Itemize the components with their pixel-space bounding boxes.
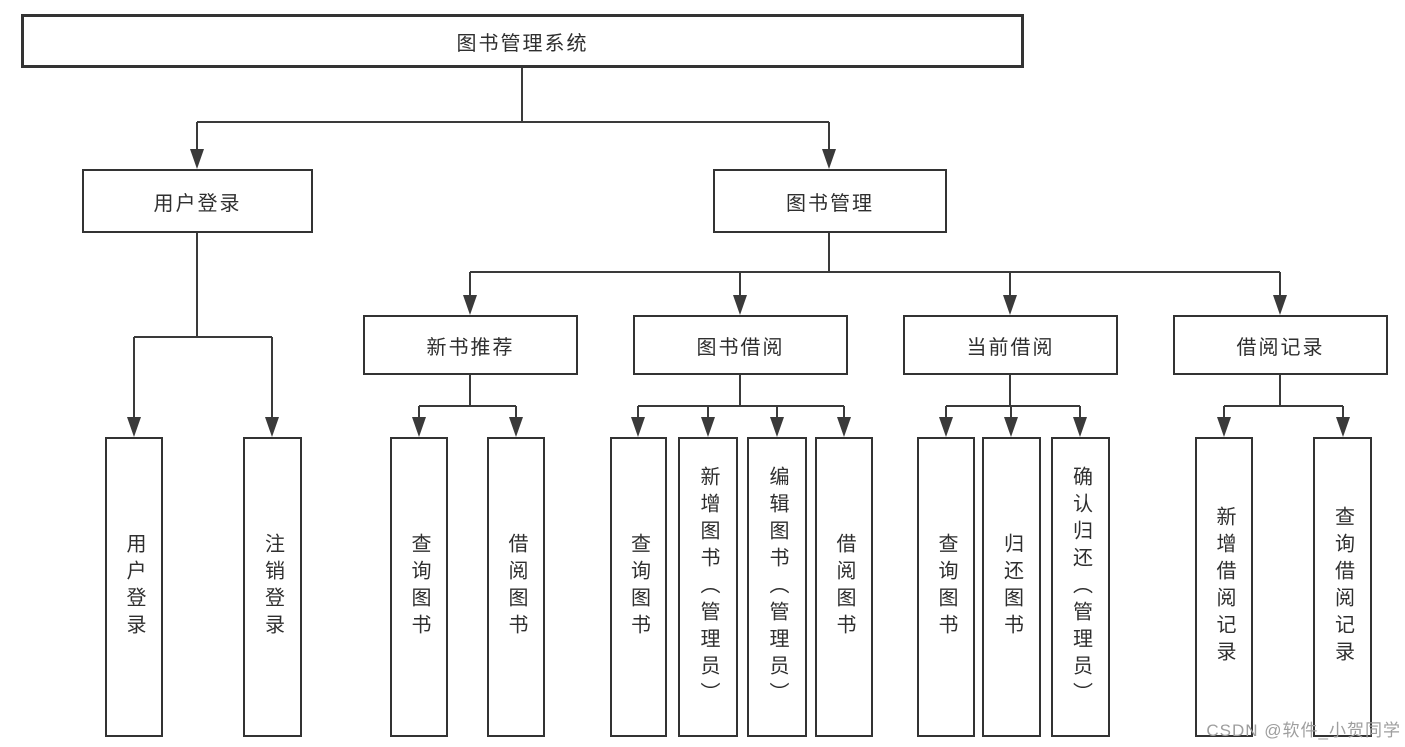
leaf-label: 归还图书 [1000, 533, 1023, 641]
leaf-label: 用户登录 [123, 533, 145, 641]
leaf-edit-books-admin: 编辑图书（管理员） [747, 437, 807, 737]
leaf-borrow-books-recommend: 借阅图书 [487, 437, 545, 737]
node-current-borrow: 当前借阅 [903, 315, 1118, 375]
leaf-label: 查询图书 [627, 533, 650, 641]
leaf-return-books: 归还图书 [982, 437, 1041, 737]
leaf-label: 查询图书 [935, 533, 957, 641]
leaf-query-books-recommend: 查询图书 [390, 437, 448, 737]
leaf-add-borrow-record: 新增借阅记录 [1195, 437, 1253, 737]
leaf-label: 新增借阅记录 [1213, 506, 1235, 668]
leaf-label: 借阅图书 [833, 533, 855, 641]
leaf-label: 编辑图书（管理员） [766, 465, 788, 709]
csdn-watermark: CSDN @软件_小贺同学 [1206, 721, 1401, 740]
leaf-label: 查询借阅记录 [1331, 506, 1354, 668]
node-book-management: 图书管理 [713, 169, 947, 233]
leaf-query-books-current: 查询图书 [917, 437, 975, 737]
leaf-label: 确认归还（管理员） [1069, 465, 1092, 709]
node-new-book-recommend: 新书推荐 [363, 315, 578, 375]
leaf-label: 新增图书（管理员） [697, 465, 719, 709]
leaf-query-borrow-record: 查询借阅记录 [1313, 437, 1372, 737]
leaf-confirm-return-admin: 确认归还（管理员） [1051, 437, 1110, 737]
leaf-borrow-books: 借阅图书 [815, 437, 873, 737]
leaf-query-books-borrow: 查询图书 [610, 437, 667, 737]
leaf-add-books-admin: 新增图书（管理员） [678, 437, 738, 737]
leaf-logout: 注销登录 [243, 437, 302, 737]
leaf-user-login: 用户登录 [105, 437, 163, 737]
leaf-label: 注销登录 [261, 533, 284, 641]
node-library-management-system: 图书管理系统 [21, 14, 1024, 68]
node-user-login: 用户登录 [82, 169, 313, 233]
node-book-borrow: 图书借阅 [633, 315, 848, 375]
node-borrow-records: 借阅记录 [1173, 315, 1388, 375]
leaf-label: 查询图书 [408, 533, 430, 641]
leaf-label: 借阅图书 [505, 533, 527, 641]
